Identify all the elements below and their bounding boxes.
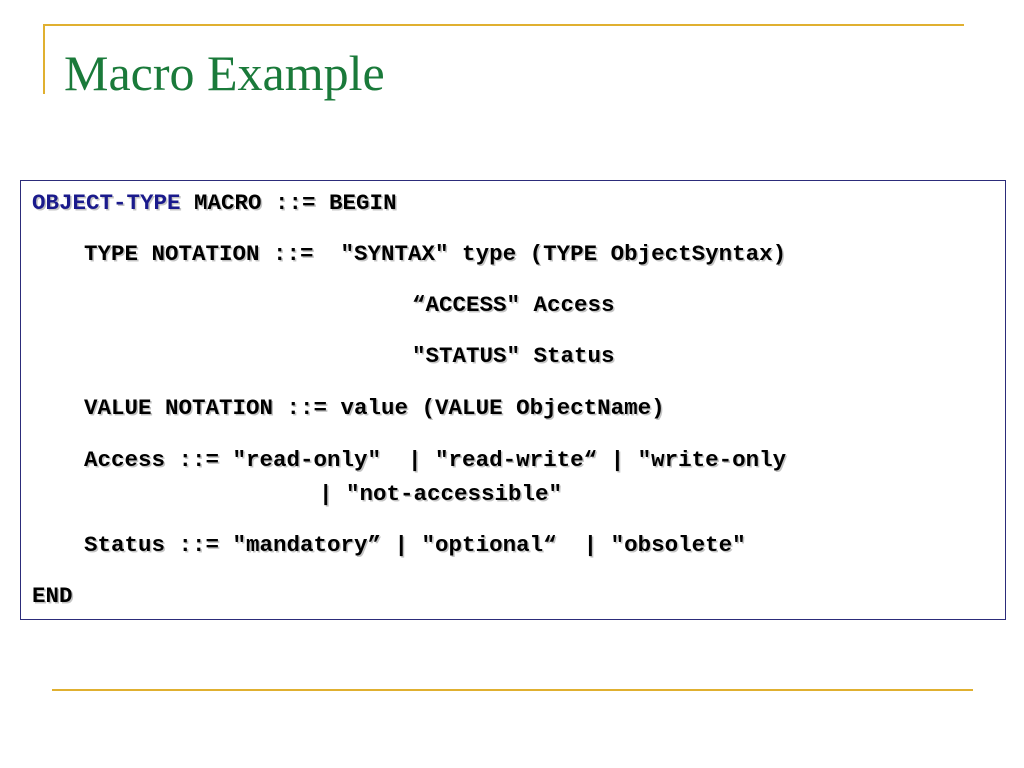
slide-title: Macro Example [64, 45, 385, 101]
code-line-8: Status ::= "mandatory” | "optional“ | "o… [84, 532, 746, 558]
code-line-4: "STATUS" Status [412, 343, 615, 369]
top-rule [43, 24, 964, 26]
code-line-6: Access ::= "read-only" | "read-write“ | … [84, 447, 787, 473]
bottom-rule [52, 689, 973, 691]
code-line-7: | "not-accessible" [319, 481, 563, 507]
code-box: OBJECT-TYPE MACRO ::= BEGIN TYPE NOTATIO… [20, 180, 1006, 620]
code-keyword-object-type: OBJECT-TYPE [32, 190, 181, 216]
code-line-1-rest: MACRO ::= BEGIN [180, 190, 397, 216]
left-rule [43, 24, 45, 94]
code-line-5: VALUE NOTATION ::= value (VALUE ObjectNa… [84, 395, 665, 421]
code-line-2: TYPE NOTATION ::= "SYNTAX" type (TYPE Ob… [84, 241, 787, 267]
code-line-9: END [32, 583, 73, 609]
code-line-1: OBJECT-TYPE MACRO ::= BEGIN [32, 188, 397, 218]
code-line-3: “ACCESS" Access [412, 292, 615, 318]
